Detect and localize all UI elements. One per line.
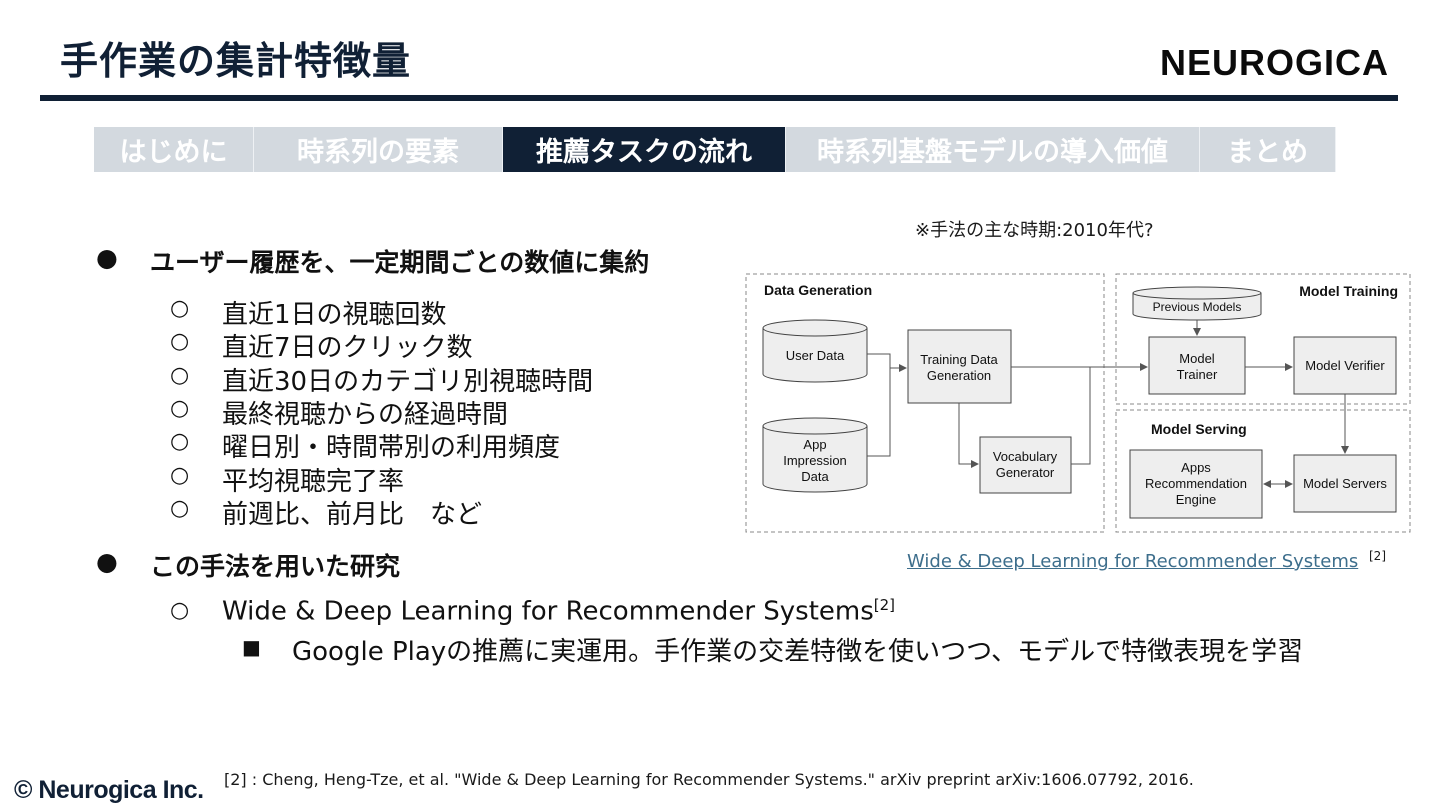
sub-bullet: ○	[170, 496, 190, 521]
sub-item-text: 平均視聴完了率	[222, 467, 405, 497]
research-detail-text: Google Playの推薦に実運用。手作業の交差特徴を使いつつ、モデルで特徴表…	[292, 637, 1304, 667]
app-impression-label-2: Impression	[783, 453, 847, 468]
apps-engine-label-2: Recommendation	[1145, 476, 1247, 491]
model-training-group	[1115, 273, 1411, 405]
data-generation-label: Data Generation	[764, 282, 872, 298]
user-data-label: User Data	[786, 348, 845, 363]
user-data-cylinder: User Data	[762, 319, 868, 383]
model-training-label: Model Training	[1299, 283, 1398, 299]
data-generation-group	[745, 273, 1105, 533]
figure-source-ref: [2]	[1369, 549, 1386, 563]
copyright: © Neurogica Inc.	[14, 776, 204, 804]
sub-bullet: ○	[170, 363, 190, 388]
vocab-label-2: Generator	[996, 465, 1055, 480]
sub-bullet: ○	[170, 296, 190, 321]
wide-deep-pipeline-diagram: Data Generation Model Training Model Ser…	[745, 273, 1411, 533]
sub-bullet: ○	[170, 329, 190, 354]
tab-foundation-model-value[interactable]: 時系列基盤モデルの導入価値	[786, 127, 1200, 172]
slide-title: 手作業の集計特徴量	[60, 39, 412, 83]
training-data-generation-box: Training Data Generation	[907, 329, 1012, 404]
sub-item-text: 前週比、前月比 など	[222, 500, 483, 530]
sub-bullet: ○	[170, 429, 190, 454]
model-serving-group	[1115, 409, 1411, 533]
model-trainer-label-1: Model	[1179, 351, 1215, 366]
model-trainer-box: Model Trainer	[1148, 336, 1246, 395]
research-title-text: Wide & Deep Learning for Recommender Sys…	[222, 596, 874, 627]
figure-source-link[interactable]: Wide & Deep Learning for Recommender Sys…	[907, 551, 1359, 572]
previous-models-cylinder: Previous Models	[1132, 286, 1262, 321]
sub-item-text: 直近1日の視聴回数	[222, 300, 447, 330]
model-serving-label: Model Serving	[1151, 421, 1247, 437]
tab-recommendation-flow[interactable]: 推薦タスクの流れ	[503, 127, 786, 172]
sub-item-text: 直近30日のカテゴリ別視聴時間	[222, 367, 594, 397]
sub-item-text: 曜日別・時間帯別の利用頻度	[222, 433, 561, 463]
bullet-text: この手法を用いた研究	[150, 552, 401, 581]
square-bullet: ■	[242, 635, 261, 659]
vocab-label-1: Vocabulary	[993, 449, 1058, 464]
sub-item-text: 直近7日のクリック数	[222, 333, 473, 363]
app-impression-label-3: Data	[801, 469, 829, 484]
title-rule	[40, 95, 1398, 101]
neurogica-logo: NEUROGICA	[1160, 42, 1390, 83]
training-data-label-1: Training Data	[920, 352, 998, 367]
research-title: Wide & Deep Learning for Recommender Sys…	[222, 596, 895, 627]
sub-bullet: ○	[170, 396, 190, 421]
model-servers-label: Model Servers	[1303, 476, 1387, 491]
era-note: ※手法の主な時期:2010年代?	[915, 220, 1154, 241]
diagram-connectors	[867, 320, 1349, 488]
model-verifier-label: Model Verifier	[1305, 358, 1385, 373]
research-ref: [2]	[873, 596, 896, 614]
model-servers-box: Model Servers	[1293, 454, 1397, 513]
tab-introduction[interactable]: はじめに	[94, 127, 254, 172]
model-trainer-label-2: Trainer	[1177, 367, 1218, 382]
sub-item-text: 最終視聴からの経過時間	[222, 400, 509, 430]
sub-bullet: ○	[170, 598, 190, 623]
bullet-dot: ●	[96, 547, 118, 576]
apps-recommendation-engine-box: Apps Recommendation Engine	[1129, 449, 1263, 519]
apps-engine-label-3: Engine	[1176, 492, 1216, 507]
model-verifier-box: Model Verifier	[1293, 336, 1397, 395]
training-data-label-2: Generation	[927, 368, 991, 383]
app-impression-cylinder: App Impression Data	[762, 417, 868, 493]
bullet-text: ユーザー履歴を、一定期間ごとの数値に集約	[150, 248, 650, 277]
tab-summary[interactable]: まとめ	[1200, 127, 1336, 172]
tab-time-series-elements[interactable]: 時系列の要素	[254, 127, 503, 172]
bullet-dot: ●	[96, 243, 118, 272]
apps-engine-label-1: Apps	[1181, 460, 1211, 475]
footnote: [2] : Cheng, Heng-Tze, et al. "Wide & De…	[224, 770, 1194, 789]
vocabulary-generator-box: Vocabulary Generator	[979, 436, 1072, 494]
section-nav: はじめに 時系列の要素 推薦タスクの流れ 時系列基盤モデルの導入価値 まとめ	[94, 127, 1336, 172]
previous-models-label: Previous Models	[1153, 300, 1242, 314]
app-impression-label-1: App	[803, 437, 826, 452]
sub-bullet: ○	[170, 463, 190, 488]
